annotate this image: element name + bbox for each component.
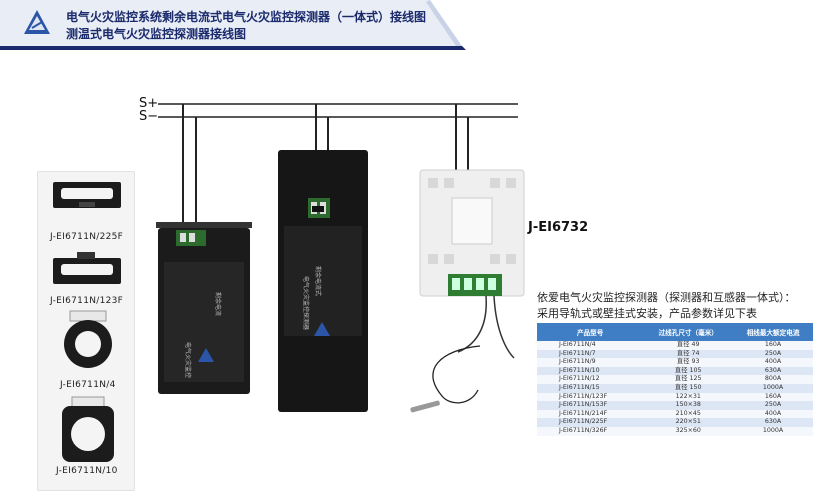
description-line-1: 依爱电气火灾监控探测器（探测器和互感器一体式）： [537,291,796,304]
transformer-round-4-image [64,310,112,368]
temperature-detector-model: J-EI6732 [528,220,589,235]
cell-rated-current: 400A [733,358,813,367]
detector-device-2: 剩余电流式 电气火灾监控探测器 [278,150,368,412]
detector-device-1: 剩余电流 电气火灾监控 [156,222,252,394]
cell-rated-current: 400A [733,409,813,419]
transformer-round-10-image [62,396,114,462]
cell-model: J-EI6711N/9 [537,358,644,367]
cell-hole-size: 122×31 [643,392,734,402]
transformer-123f-image [53,252,121,284]
transformer-label: J-EI6711N/123F [50,296,124,306]
cell-hole-size: 直径 125 [643,375,734,384]
transformer-225f-image [53,182,121,208]
table-header-hole-size: 过线孔尺寸（毫米） [643,323,734,341]
cell-model: J-EI6711N/4 [537,341,644,350]
cell-hole-size: 220×51 [643,418,734,427]
temperature-detector [419,169,525,359]
cell-rated-current: 160A [733,392,813,402]
temperature-sensor-cable [410,345,481,413]
table-header-rated-current: 相线最大额定电流 [733,323,813,341]
header-subtitle: 测温式电气火灾监控探测器接线图 [66,27,247,41]
description-line-2: 采用导轨式或壁挂式安装，产品参数详见下表 [537,307,757,320]
transformer-panel: J-EI6711N/225F J-EI6711N/123F J-EI6711N/… [37,171,135,491]
header-title: 电气火灾监控系统剩余电流式电气火灾监控探测器（一体式）接线图 [66,10,427,24]
cell-model: J-EI6711N/214F [537,409,644,419]
cell-hole-size: 直径 150 [643,383,734,393]
cell-model: J-EI6711N/12 [537,375,644,384]
svg-text:电气火灾监控: 电气火灾监控 [184,342,192,378]
transformer-label: J-EI6711N/225F [50,232,124,242]
cell-model: J-EI6711N/123F [537,392,644,402]
cell-rated-current: 1000A [733,383,813,393]
cell-hole-size: 150×38 [643,401,734,410]
cell-rated-current: 630A [733,418,813,427]
table-header-row: 产品型号 过线孔尺寸（毫米） 相线最大额定电流 [537,323,813,341]
cell-model: J-EI6711N/10 [537,366,644,376]
cell-hole-size: 直径 93 [643,358,734,367]
transformer-label: J-EI6711N/4 [60,380,116,390]
cell-model: J-EI6711N/7 [537,349,644,359]
bus-label-neg: S− [139,109,159,124]
cell-rated-current: 160A [733,341,813,350]
cell-rated-current: 800A [733,375,813,384]
cell-model: J-EI6711N/153F [537,401,644,410]
cell-rated-current: 250A [733,349,813,359]
svg-text:剩余电流: 剩余电流 [214,292,222,316]
table-header-model: 产品型号 [537,323,644,341]
transformer-label: J-EI6711N/10 [56,466,118,476]
cell-hole-size: 直径 105 [643,366,734,376]
cell-hole-size: 直径 74 [643,349,734,359]
cell-model: J-EI6711N/15 [537,383,644,393]
svg-text:剩余电流式: 剩余电流式 [314,266,322,296]
bus-label-pos: S+ [139,96,159,111]
company-logo-icon [24,10,50,34]
cell-rated-current: 250A [733,401,813,410]
cell-hole-size: 325×60 [643,426,734,436]
cell-rated-current: 630A [733,366,813,376]
cell-model: J-EI6711N/225F [537,418,644,427]
cell-model: J-EI6711N/326F [537,426,644,436]
header-banner [0,0,466,50]
cell-hole-size: 直径 49 [643,341,734,350]
svg-text:电气火灾监控探测器: 电气火灾监控探测器 [302,276,310,330]
cell-rated-current: 1000A [733,426,813,436]
cell-hole-size: 210×45 [643,409,734,419]
